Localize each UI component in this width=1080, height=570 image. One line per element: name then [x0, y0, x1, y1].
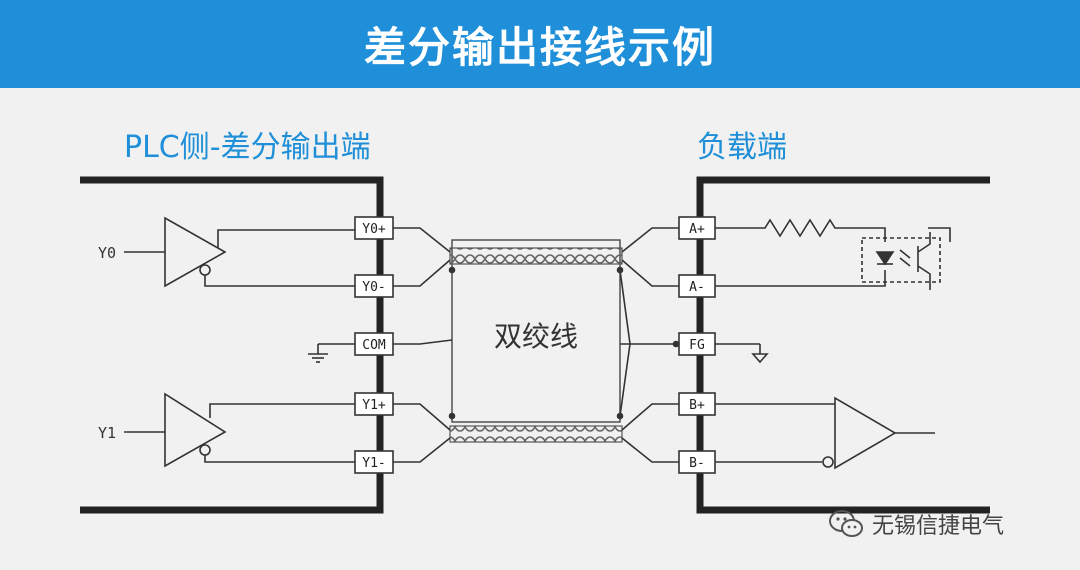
wechat-icon [829, 510, 863, 537]
terminal-y0-plus: Y0+ [362, 222, 386, 237]
terminal-b-minus: B- [689, 456, 705, 471]
twisted-pair-bottom [449, 425, 623, 443]
receiver-icon [715, 396, 935, 470]
optocoupler-icon [715, 227, 951, 290]
cable-label: 双绞线 [494, 320, 578, 353]
resistor-icon [715, 218, 886, 242]
load-side-label: 负载端 [697, 130, 787, 165]
terminal-a-minus: A- [689, 280, 705, 295]
terminal-y1-minus: Y1- [362, 456, 385, 471]
right-wires [616, 227, 680, 463]
left-terminals [354, 216, 394, 474]
twisted-pair-top [449, 247, 623, 265]
right-terminals [678, 216, 716, 474]
y1-signal-label: Y1 [98, 424, 116, 442]
watermark: 无锡信捷电气 [828, 506, 1004, 542]
terminal-fg: FG [689, 338, 705, 353]
fg-ground-icon [715, 343, 769, 364]
header-bar: 差分输出接线示例 [0, 0, 1080, 88]
terminal-a-plus: A+ [689, 222, 705, 237]
page-title: 差分输出接线示例 [363, 22, 716, 72]
terminal-y1-plus: Y1+ [362, 398, 386, 413]
terminal-y0-minus: Y0- [362, 280, 385, 295]
cable-shield [451, 239, 621, 423]
plc-side-label: PLC侧-差分输出端 [124, 130, 371, 165]
y0-signal-label: Y0 [98, 244, 116, 262]
y1-driver [124, 392, 355, 468]
com-ground-icon [308, 343, 355, 363]
left-wires [393, 227, 456, 463]
terminal-com: COM [362, 338, 386, 353]
watermark-text: 无锡信捷电气 [872, 514, 1005, 539]
y0-driver [124, 216, 355, 288]
terminal-b-plus: B+ [689, 398, 705, 413]
